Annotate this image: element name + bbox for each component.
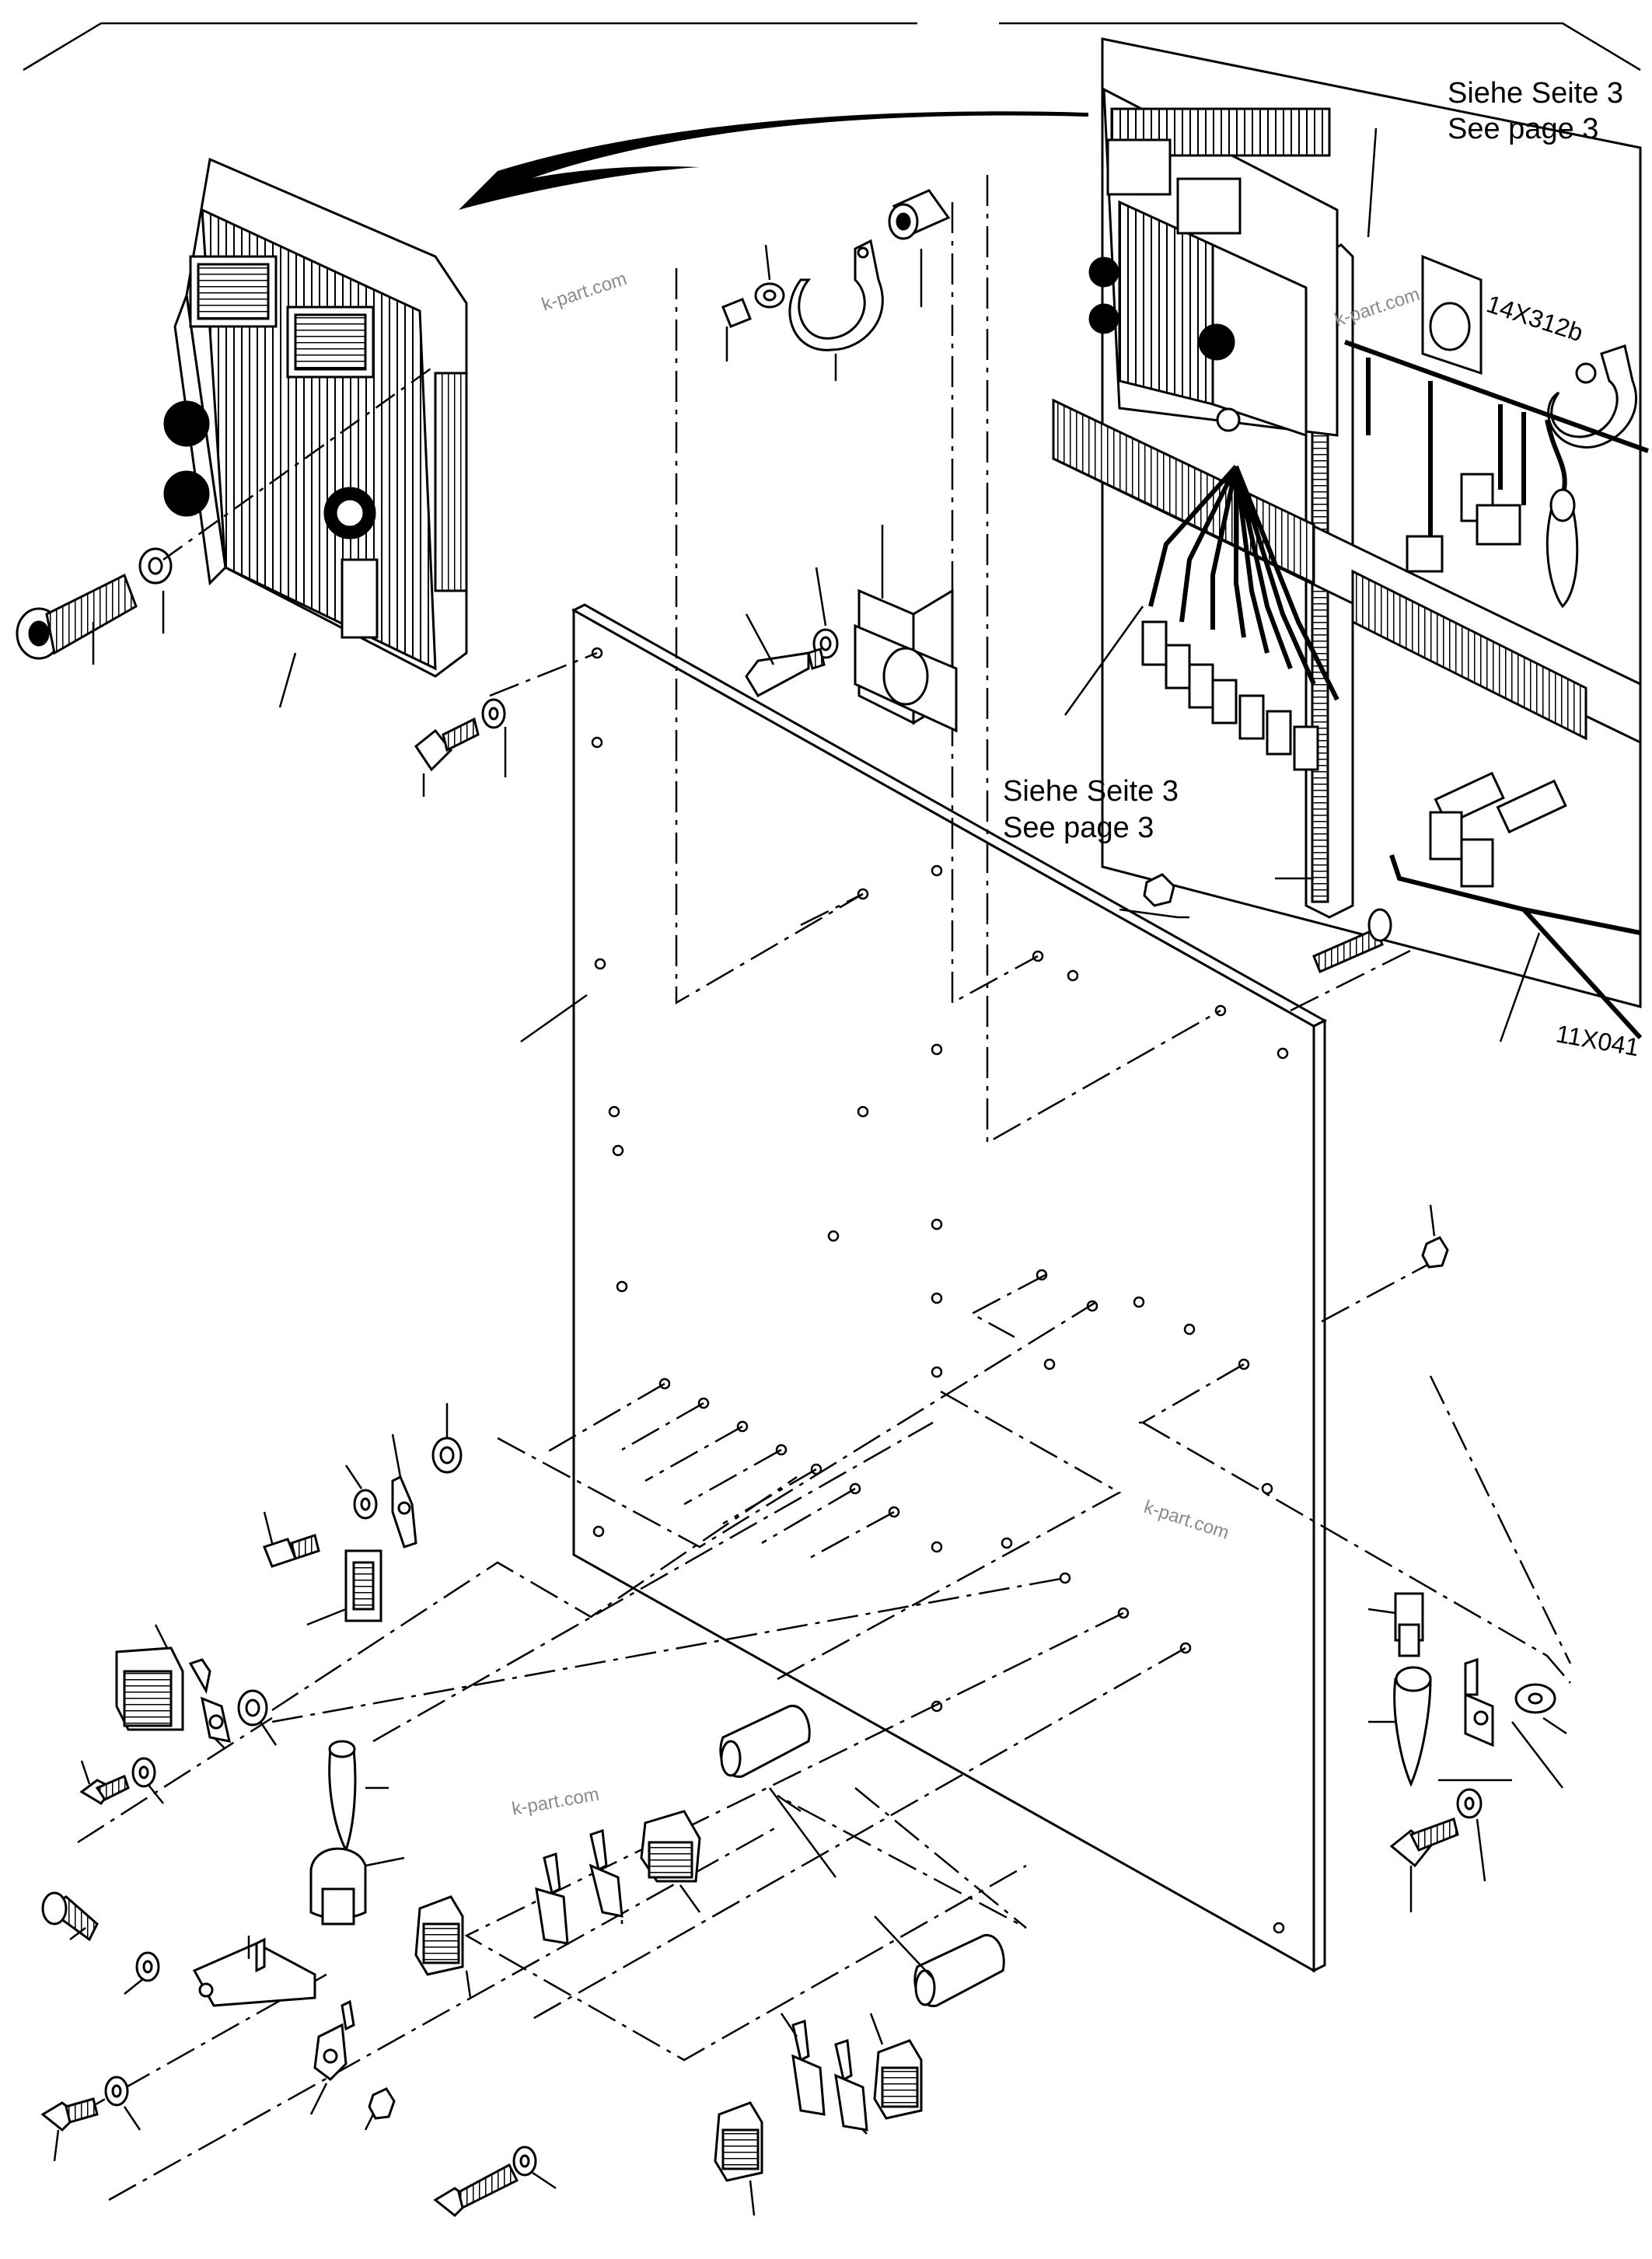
panel-wiring <box>1148 340 1650 1040</box>
hardware-right <box>1389 1236 1556 1868</box>
leader-lines-right <box>1063 127 1541 1042</box>
control-unit-left <box>163 157 468 678</box>
watermark: k-part.com <box>510 1784 600 1820</box>
hardware-center-lower <box>414 1705 1005 2182</box>
leader-lines-center-lower <box>465 1787 934 2216</box>
panel-nut-bolt <box>1143 873 1392 973</box>
clamp-hardware-top <box>721 189 951 351</box>
hardware-left-lower <box>40 1437 537 2218</box>
watermark: k-part.com <box>540 268 630 316</box>
panel-assembly-right <box>1052 37 1642 1008</box>
leader-lines-right-lower <box>1367 1204 1567 1912</box>
panel-connectors <box>1141 473 1579 888</box>
bolt-plate-top <box>414 698 506 772</box>
leader-lines-top <box>422 244 1179 1043</box>
mounting-plate <box>571 603 1328 1973</box>
reference-note-mid-de: Siehe Seite 3 <box>1003 775 1179 808</box>
screw-left <box>16 547 173 660</box>
reference-note-top-en: See page 3 <box>1448 113 1598 145</box>
bracket-center <box>745 588 958 733</box>
page-frame <box>23 22 1641 72</box>
explosion-lines <box>77 175 1572 2201</box>
reference-note-top-de: Siehe Seite 3 <box>1448 77 1623 110</box>
curved-arrow <box>459 111 1088 210</box>
leader-lines-left-lower <box>53 1403 557 2190</box>
reference-note-mid-en: See page 3 <box>1003 812 1154 844</box>
leader-lines-left <box>92 364 436 708</box>
